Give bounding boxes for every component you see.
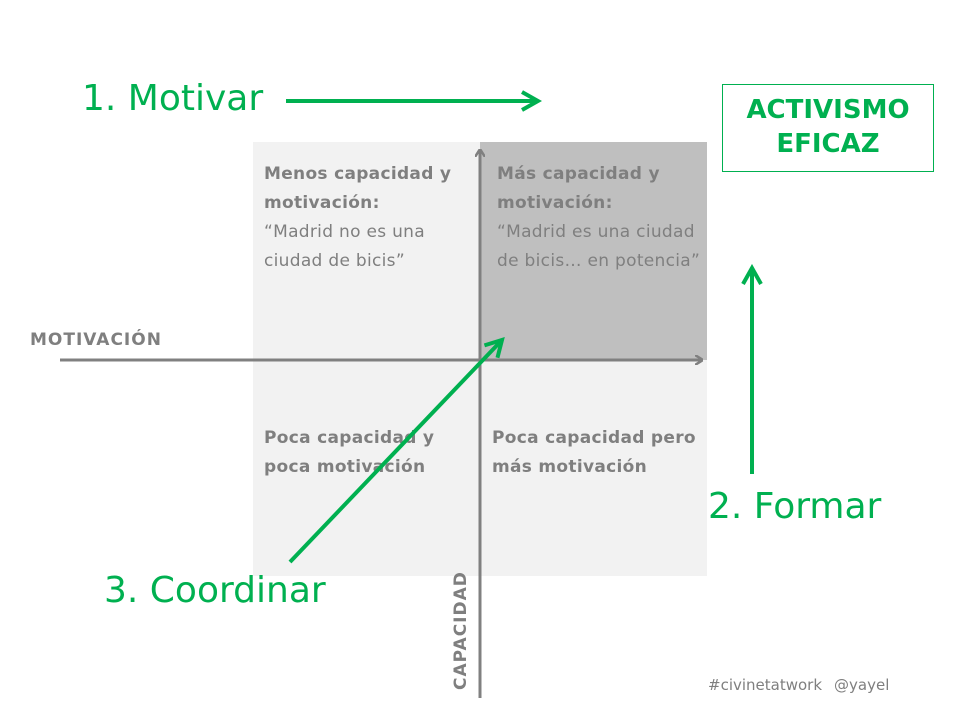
footer-handle: @yayel: [834, 676, 890, 694]
quadrant-top-left-text: Menos capacidad y motivación: “Madrid no…: [264, 160, 464, 276]
quadrant-top-left-quote: “Madrid no es una ciudad de bicis”: [264, 222, 425, 271]
quadrant-bottom-left-text: Poca capacidad y poca motivación: [264, 424, 469, 482]
coordinar-arrow: [288, 340, 502, 564]
quadrant-bottom-right: [480, 360, 707, 576]
motivation-axis-label: MOTIVACIÓN: [30, 330, 162, 350]
step-coordinar-label: 3. Coordinar: [104, 570, 326, 611]
capacity-axis-label: CAPACIDAD: [451, 571, 471, 690]
goal-box: ACTIVISMO EFICAZ: [722, 84, 934, 172]
quadrant-top-right-title: Más capacidad y motivación:: [497, 164, 660, 213]
quadrant-top-right-quote: “Madrid es una ciudad de bicis… en poten…: [497, 222, 701, 271]
quadrant-top-left: [253, 142, 480, 360]
quadrant-bottom-left-title: Poca capacidad y poca motivación: [264, 428, 435, 477]
quadrant-top-right-text: Más capacidad y motivación: “Madrid es u…: [497, 160, 702, 276]
footer-hashtag: #civinetatwork: [708, 676, 823, 694]
goal-line-2: EFICAZ: [776, 129, 880, 159]
quadrant-bottom-left: [253, 360, 480, 576]
quadrant-top-left-title: Menos capacidad y motivación:: [264, 164, 452, 213]
footer-tags: #civinetatwork @yayel: [708, 676, 889, 694]
quadrant-top-right: [480, 142, 707, 360]
quadrant-bottom-right-text: Poca capacidad pero más motivación: [492, 424, 702, 482]
step-formar-label: 2. Formar: [708, 486, 882, 527]
goal-line-1: ACTIVISMO: [746, 95, 910, 125]
quadrant-bottom-right-title: Poca capacidad pero más motivación: [492, 428, 696, 477]
step-motivar-label: 1. Motivar: [82, 78, 264, 119]
